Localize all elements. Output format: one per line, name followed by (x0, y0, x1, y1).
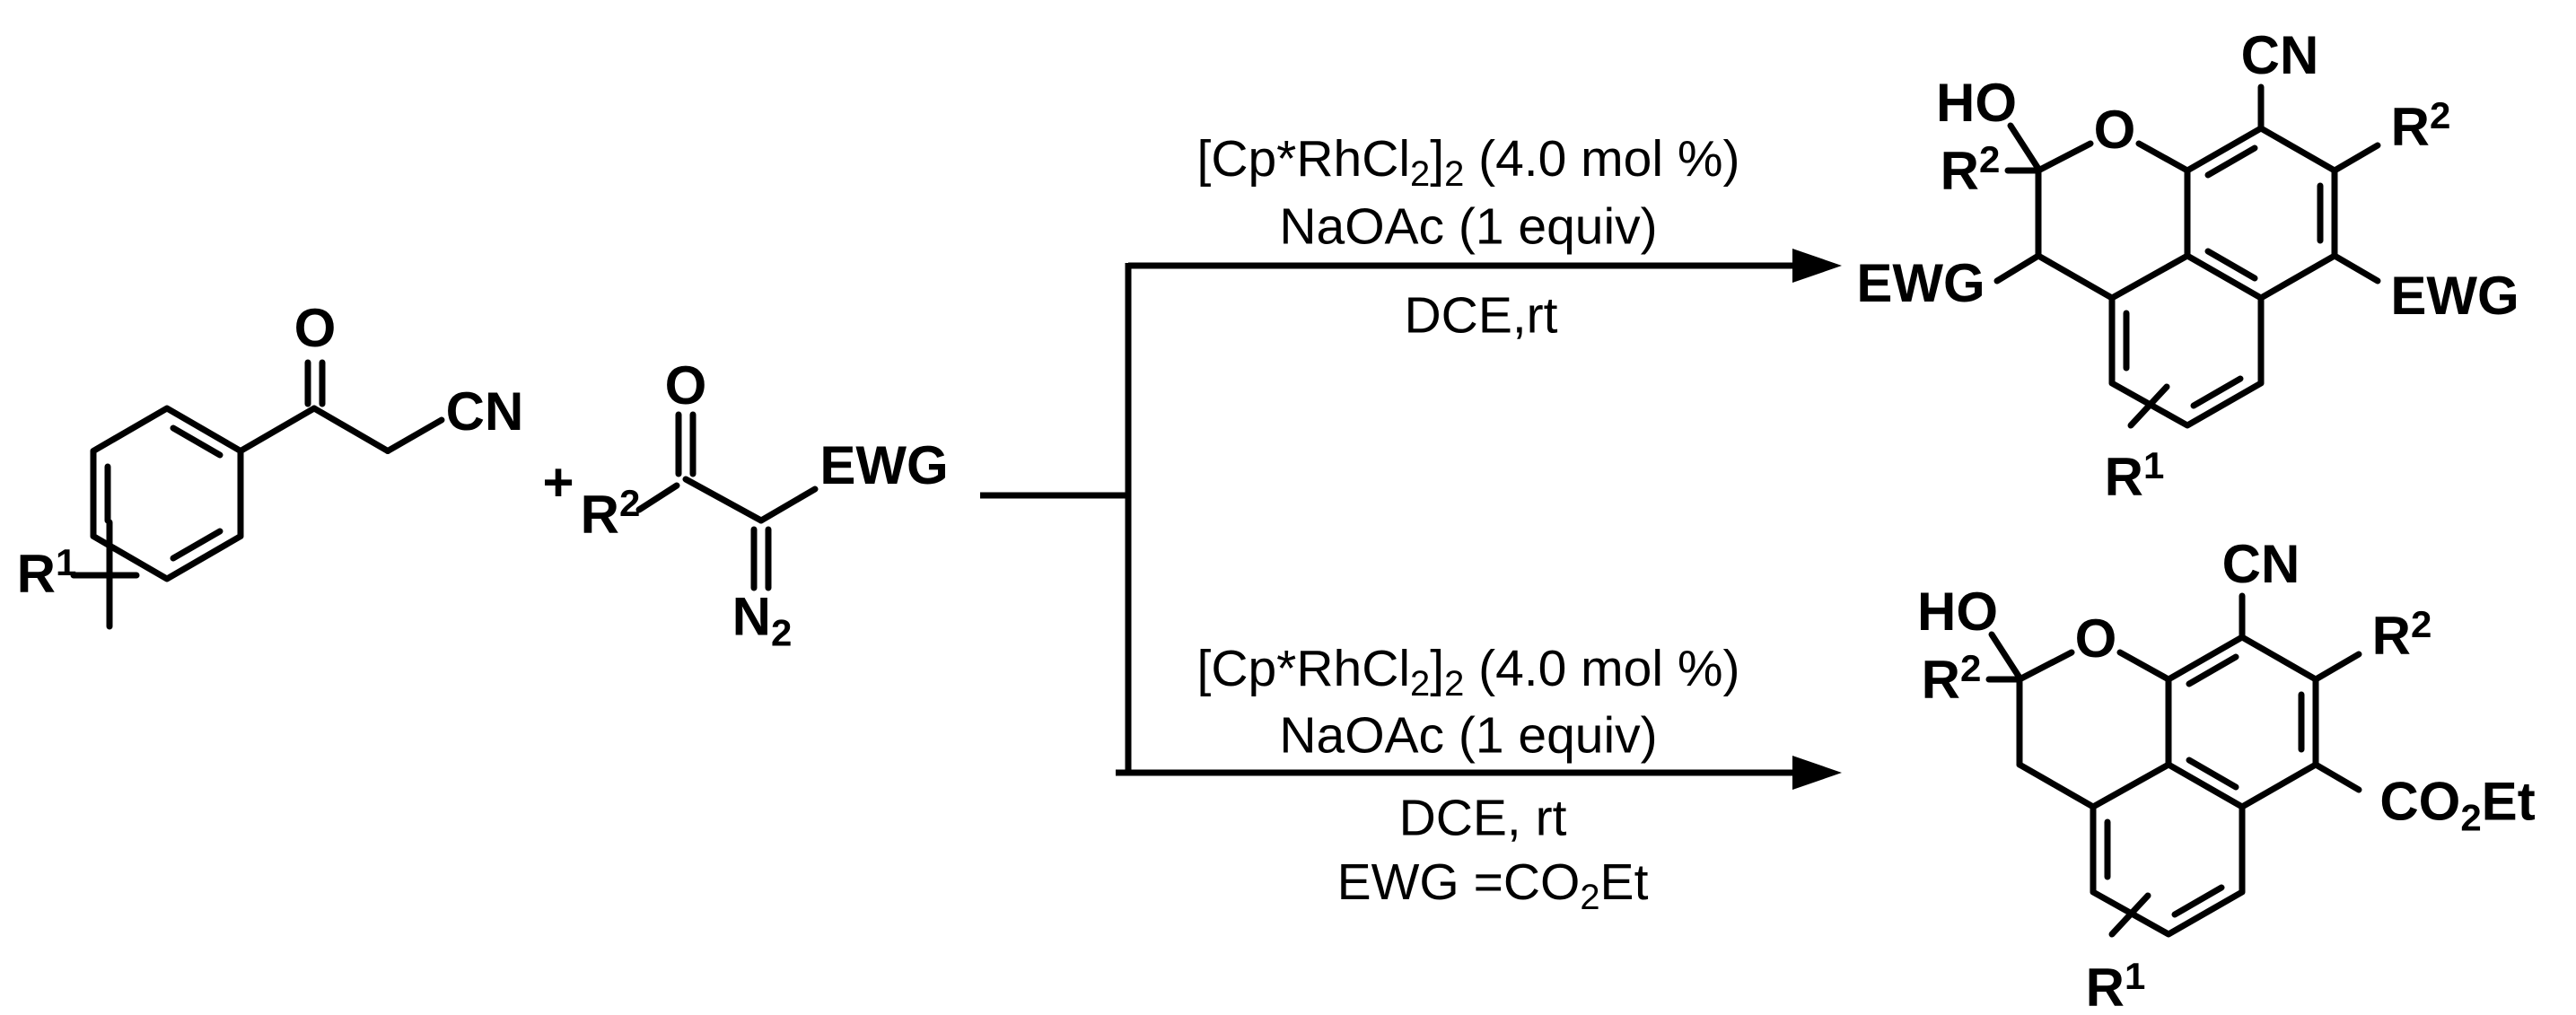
nitrile-label: CN (445, 381, 524, 442)
diazo-n2-label: N2 (732, 586, 793, 654)
bottom-base-line: NaOAc (1 equiv) (1279, 706, 1658, 765)
product-bottom-r2-right-label: R2 (2371, 603, 2432, 666)
product-top-r2-right-label: R2 (2390, 94, 2451, 157)
bottom-ewg-definition-line: EWG =CO2Et (1336, 853, 1649, 918)
bottom-catalyst-line: [Cp*RhCl2]2 (4.0 mol %) (1196, 639, 1740, 704)
product-bottom-skeleton (1985, 592, 2362, 938)
product-bottom-hydroxyl-label: HO (1917, 582, 1998, 642)
product-top-ewg-left-label: EWG (1856, 253, 1985, 313)
product-top-r2-left-label: R2 (1940, 138, 2001, 201)
bottom-arrowhead (1792, 756, 1842, 790)
product-bottom-r1-label: R1 (2085, 955, 2146, 1015)
product-bottom-nitrile-label: CN (2221, 534, 2300, 594)
reactant-diazo-skeleton (635, 411, 819, 591)
top-catalyst-line: [Cp*RhCl2]2 (4.0 mol %) (1196, 129, 1740, 195)
top-arrowhead (1792, 249, 1842, 283)
top-solvent-line: DCE,rt (1404, 286, 1558, 345)
product-top-ewg-right-label: EWG (2390, 266, 2519, 326)
bottom-solvent-line: DCE, rt (1398, 789, 1567, 847)
product-top-r1-label: R1 (2104, 444, 2165, 507)
product-top-ring-oxygen-label: O (2093, 100, 2136, 160)
product-bottom-ester-label: CO2Et (2379, 771, 2536, 839)
product-top-nitrile-label: CN (2240, 25, 2319, 85)
reaction-arrows (980, 249, 1842, 790)
r1-substituent-label: R1 (16, 541, 77, 604)
diazo-ketone-oxygen-label: O (664, 355, 707, 416)
product-top-hydroxyl-label: HO (1936, 73, 2017, 133)
ketone-oxygen-label: O (294, 298, 337, 358)
product-bottom-ring-oxygen-label: O (2074, 608, 2117, 669)
product-top-skeleton (1993, 83, 2381, 429)
plus-sign: + (542, 452, 574, 512)
reactant-nitrile-skeleton (70, 359, 445, 630)
product-bottom-r2-left-label: R2 (1921, 647, 1982, 710)
top-base-line: NaOAc (1 equiv) (1279, 197, 1658, 256)
ewg-label: EWG (819, 435, 949, 495)
r2-substituent-label: R2 (580, 482, 641, 545)
